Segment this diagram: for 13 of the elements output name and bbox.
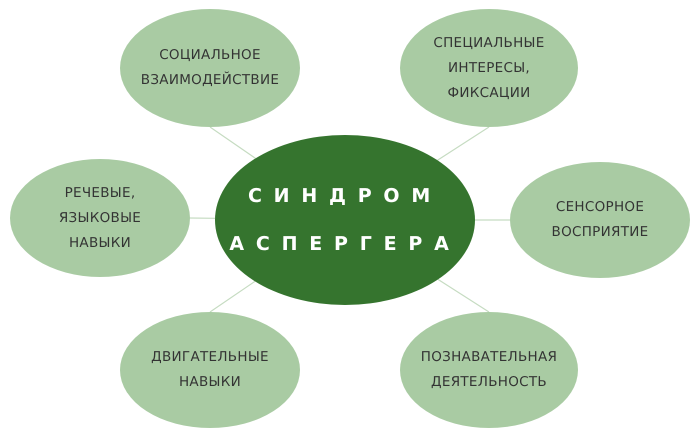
connector-line xyxy=(475,219,510,221)
connector-line xyxy=(210,126,256,159)
node-label: СЕНСОРНОЕ ВОСПРИЯТИЕ xyxy=(550,198,650,242)
node-label: СИНДРОМ АСПЕРГЕРА xyxy=(228,184,462,257)
node-label: СОЦИАЛЬНОЕ ВЗАИМОДЕЙСТВИЕ xyxy=(140,46,280,90)
node-label: ДВИГАТЕЛЬНЫЕ НАВЫКИ xyxy=(150,348,270,392)
node-label: СПЕЦИАЛЬНЫЕ ИНТЕРЕСЫ, ФИКСАЦИИ xyxy=(432,34,546,102)
connector-line xyxy=(438,278,490,312)
node-label: РЕЧЕВЫЕ, ЯЗЫКОВЫЕ НАВЫКИ xyxy=(58,184,142,252)
connector-line xyxy=(210,280,256,312)
connector-line xyxy=(437,126,490,161)
node-label: ПОЗНАВАТЕЛЬНАЯ ДЕЯТЕЛЬНОСТЬ xyxy=(420,348,558,392)
connector-line xyxy=(190,217,216,219)
